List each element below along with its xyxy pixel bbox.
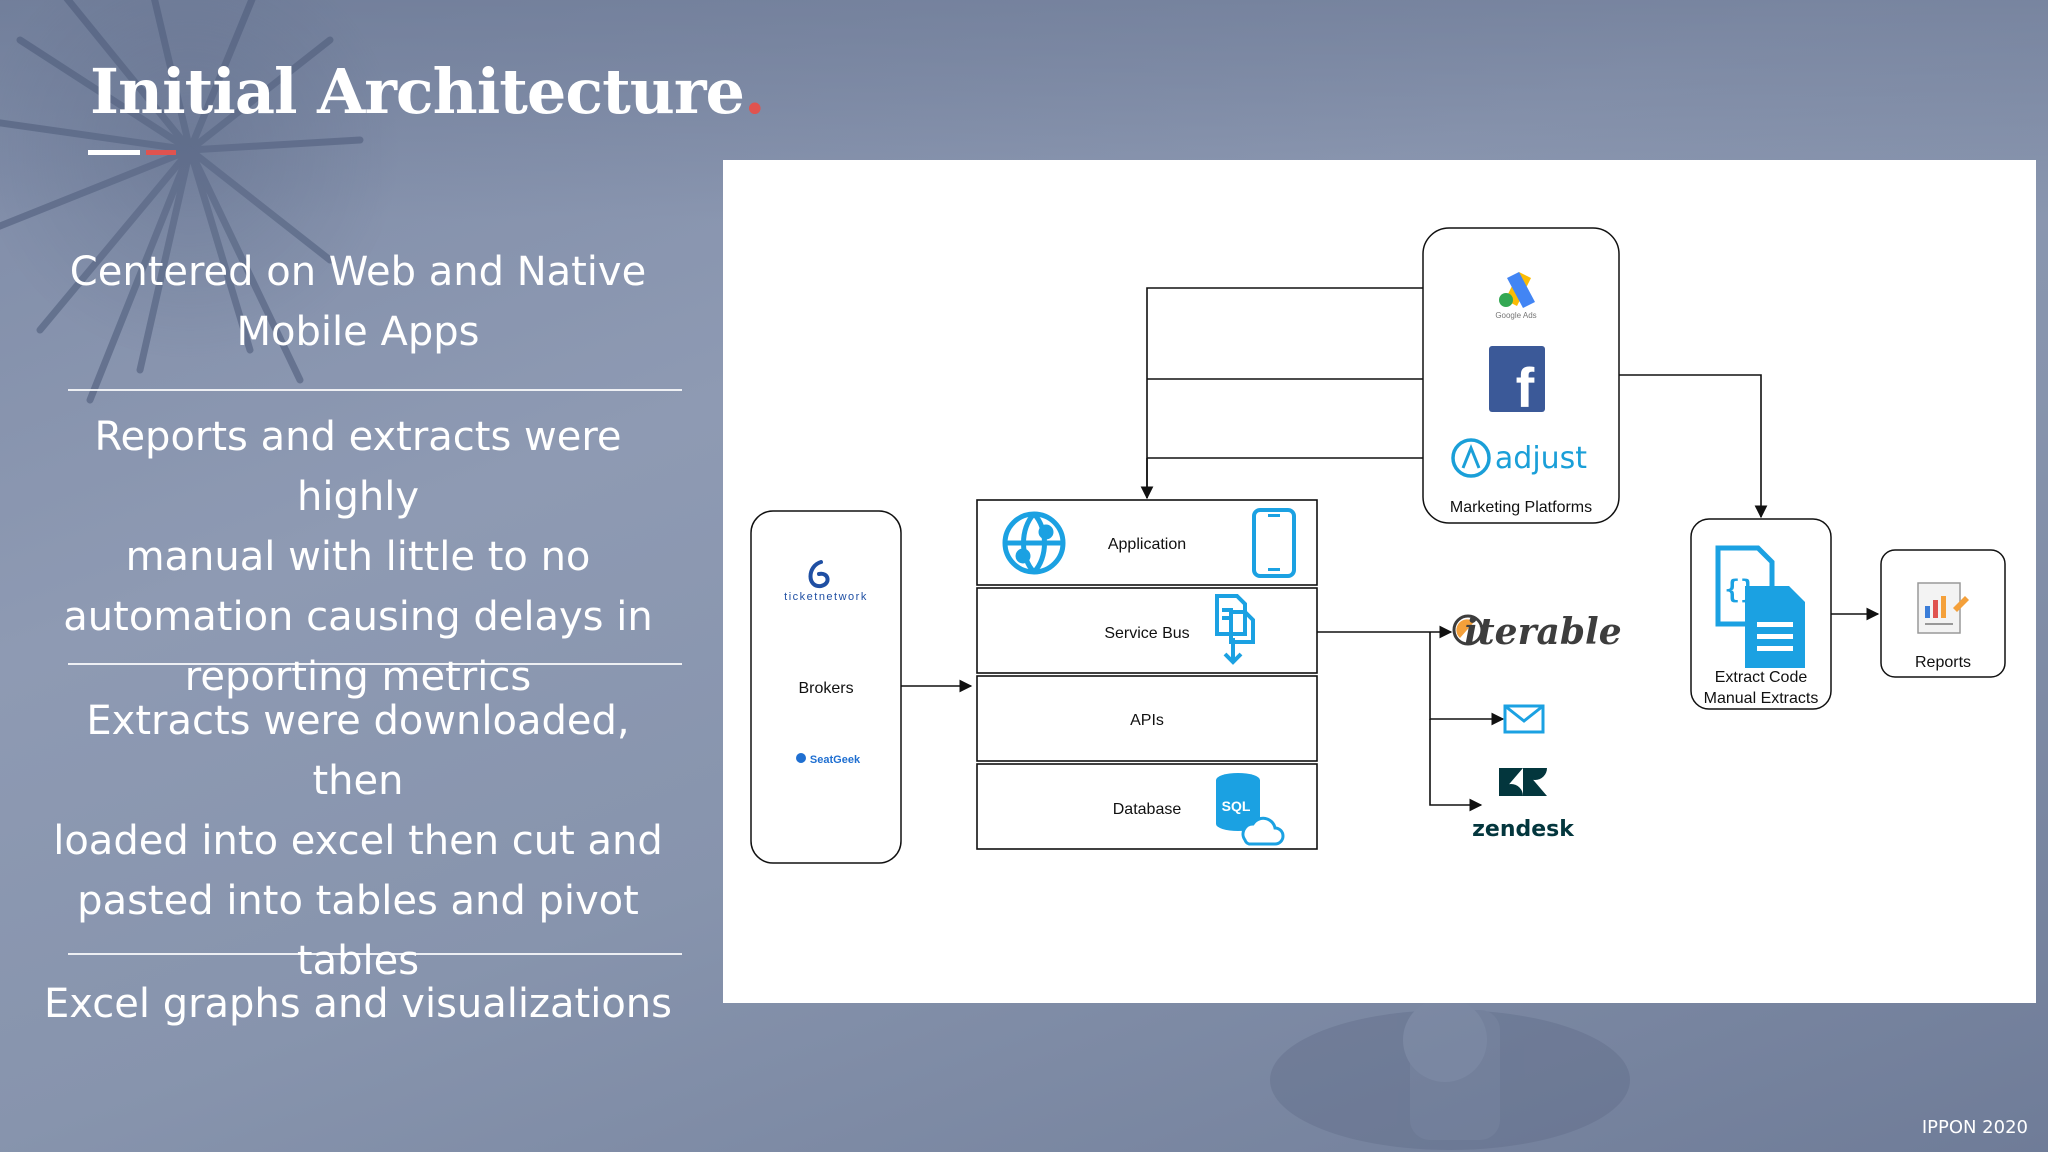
reports-node: Reports — [1880, 549, 2006, 678]
bullet-3-line-3: pasted into tables and pivot — [77, 878, 639, 924]
underline-red — [146, 150, 176, 155]
zendesk-logo-icon — [1499, 768, 1547, 796]
bullet-2-line-3: automation causing delays in — [63, 594, 653, 640]
plant-decoration — [0, 0, 400, 404]
bullet-2: Reports and extracts were highly manual … — [40, 407, 676, 707]
zendesk-wordmark: zendesk — [1472, 817, 1575, 842]
adjust-icon — [1451, 438, 1491, 478]
service-bus-icon — [1215, 594, 1255, 665]
cloud-icon — [1241, 816, 1285, 846]
edge-branch-to-zendesk — [1429, 719, 1483, 812]
facebook-glyph: f — [1516, 356, 1535, 419]
hand-watch-decoration — [1270, 998, 1630, 1150]
mobile-phone-icon — [1252, 508, 1296, 578]
bullet-4: Excel graphs and visualizations — [40, 974, 676, 1034]
iterable-node: iterable — [1452, 611, 1622, 653]
bullet-1: Centered on Web and Native Mobile Apps — [40, 242, 676, 362]
extract-code-node: {} Extract Code Manual Extracts — [1690, 518, 1832, 710]
sql-badge-text: SQL — [1222, 798, 1251, 814]
bullet-1-line-2: Mobile Apps — [236, 309, 480, 355]
iterable-wordmark: iterable — [1464, 611, 1621, 653]
google-ads-icon — [1499, 272, 1535, 308]
bullet-3-line-4: tables — [296, 938, 420, 984]
bullet-3: Extracts were downloaded, then loaded in… — [40, 691, 676, 991]
brokers-node: ticketnetwork Brokers SeatGeek — [750, 510, 902, 864]
bullet-1-line-1: Centered on Web and Native — [69, 249, 647, 295]
bullet-2-line-2: manual with little to no — [125, 534, 591, 580]
sql-database-icon: SQL — [1216, 773, 1285, 846]
database-node: Database SQL — [976, 763, 1318, 850]
bullet-2-line-4: reporting metrics — [184, 654, 532, 700]
connector-lines — [901, 281, 1880, 812]
ticketnetwork-logo-icon — [808, 560, 830, 589]
edge-marketing-to-extract — [1619, 374, 1768, 519]
extract-code-label-line-2: Manual Extracts — [1704, 690, 1819, 707]
seatgeek-logo-icon — [796, 753, 806, 763]
bullet-3-line-2: loaded into excel then cut and — [53, 818, 663, 864]
bullet-2-line-1: Reports and extracts were highly — [94, 414, 622, 520]
report-chart-icon — [1917, 582, 1969, 634]
marketing-platforms-label: Marketing Platforms — [1450, 499, 1592, 516]
reports-label: Reports — [1915, 654, 1971, 671]
marketing-platforms-node: Google Ads f adjust Marketing Platforms — [1422, 227, 1620, 524]
architecture-diagram: ticketnetwork Brokers SeatGeek Applicati… — [723, 160, 2036, 1003]
google-ads-label: Google Ads — [1495, 311, 1536, 320]
apis-node: APIs — [976, 675, 1318, 762]
footer-credit: IPPON 2020 — [1921, 1117, 2028, 1138]
bullet-separator-2 — [68, 663, 682, 665]
web-app-globe-icon — [1002, 511, 1066, 575]
bullet-4-line-1: Excel graphs and visualizations — [44, 981, 672, 1027]
extract-code-label-line-1: Extract Code — [1715, 669, 1808, 686]
title-accent-dot: . — [743, 55, 766, 128]
facebook-icon: f — [1489, 346, 1545, 419]
bullet-separator-1 — [68, 389, 682, 391]
brokers-label: Brokers — [798, 680, 853, 697]
service-bus-label: Service Bus — [1104, 625, 1189, 642]
seatgeek-logo-text: SeatGeek — [810, 754, 861, 766]
bullet-3-line-1: Extracts were downloaded, then — [86, 698, 630, 804]
apis-label: APIs — [1130, 712, 1164, 729]
edge-app-to-googleads — [1146, 281, 1493, 498]
application-label: Application — [1108, 536, 1186, 553]
slide-title: Initial Architecture. — [90, 55, 766, 128]
email-icon — [1503, 704, 1545, 734]
adjust-wordmark: adjust — [1495, 441, 1587, 476]
zendesk-node: zendesk — [1472, 768, 1575, 842]
bullet-separator-3 — [68, 953, 682, 955]
diagram-canvas: ticketnetwork Brokers SeatGeek Applicati… — [750, 227, 2006, 864]
underline-white — [88, 150, 140, 155]
service-bus-node: Service Bus — [976, 587, 1318, 674]
application-node: Application — [976, 499, 1318, 586]
slide-title-wrap: Initial Architecture. — [90, 55, 766, 128]
ticketnetwork-logo-text: ticketnetwork — [784, 591, 868, 603]
code-document-icon: {} — [1715, 545, 1805, 668]
database-label: Database — [1113, 801, 1182, 818]
